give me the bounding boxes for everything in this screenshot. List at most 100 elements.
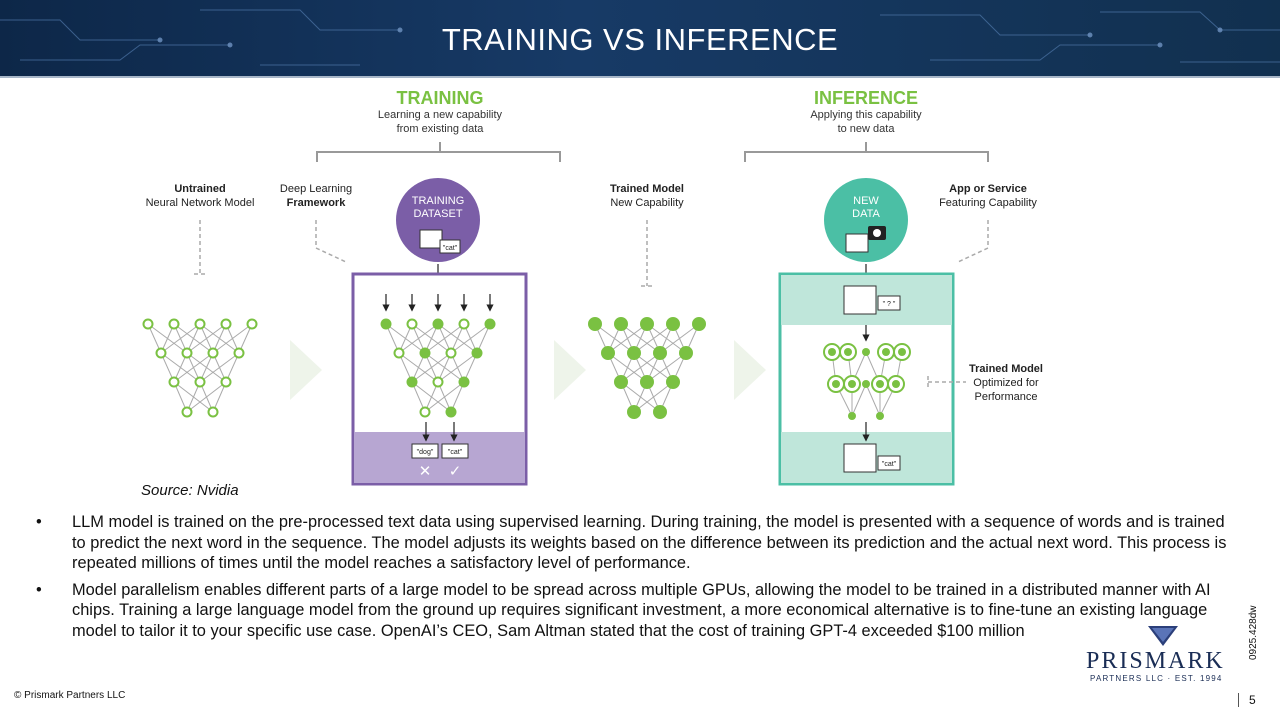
dog-output: "dog" xyxy=(417,449,434,456)
inference-tag: " ? " xyxy=(883,301,896,308)
untrained-line2: Neural Network Model xyxy=(146,197,255,209)
bullet-marker: • xyxy=(36,580,42,599)
dataset-tag-box xyxy=(439,239,461,254)
page-title: TRAINING VS INFERENCE xyxy=(441,22,839,57)
network-node xyxy=(640,375,654,389)
dataset-line1: TRAINING xyxy=(412,195,465,207)
inference-network xyxy=(823,343,911,420)
network-node xyxy=(844,348,852,356)
training-network xyxy=(380,318,496,418)
network-node xyxy=(432,318,444,330)
network-node xyxy=(406,376,418,388)
bullet-list: • LLM model is trained on the pre-process… xyxy=(36,512,1236,647)
inference-output: "cat" xyxy=(882,461,897,468)
inference-output-image-icon xyxy=(843,443,877,473)
new-data-line1: NEW xyxy=(853,195,879,207)
network-node xyxy=(666,375,680,389)
bullet-text: Model parallelism enables different part… xyxy=(72,580,1211,640)
new-data-image-icon xyxy=(845,233,869,253)
cat-image-icon xyxy=(419,229,443,249)
network-node xyxy=(432,376,444,388)
network-node xyxy=(419,406,431,418)
logo-mark-icon xyxy=(1148,626,1178,646)
training-heading: TRAINING xyxy=(397,88,484,108)
network-node xyxy=(194,318,206,330)
network-edge xyxy=(424,381,465,413)
network-node xyxy=(168,318,180,330)
bullet-item: • Model parallelism enables different par… xyxy=(36,580,1236,642)
untrained-line1: Untrained xyxy=(174,183,225,195)
framework-connector xyxy=(315,220,347,263)
network-edge xyxy=(173,352,214,383)
network-edge xyxy=(851,383,867,417)
network-node xyxy=(876,380,884,388)
trained-network xyxy=(588,317,706,419)
bullet-text: LLM model is trained on the pre-processe… xyxy=(72,513,1227,572)
network-node xyxy=(876,412,884,420)
inference-input-image-icon xyxy=(843,285,877,315)
trained-model-line1: Trained Model xyxy=(610,183,684,195)
optimized-line1: Trained Model xyxy=(969,363,1043,375)
network-node xyxy=(848,380,856,388)
network-edge xyxy=(411,352,452,383)
network-node xyxy=(220,318,232,330)
training-inference-diagram: TRAINING Learning a new capability from … xyxy=(142,88,1043,486)
flow-chevrons xyxy=(290,340,766,400)
network-node xyxy=(471,347,483,359)
network-node xyxy=(194,376,206,388)
network-node xyxy=(484,318,496,330)
framework-line1: Deep Learning xyxy=(280,183,352,195)
inference-bracket xyxy=(744,142,989,162)
network-node xyxy=(601,346,615,360)
inference-sub1: Applying this capability xyxy=(810,109,922,121)
network-edge xyxy=(212,323,253,354)
network-node xyxy=(614,375,628,389)
cat-output: "cat" xyxy=(448,449,463,456)
app-connector xyxy=(957,220,989,263)
network-node xyxy=(666,317,680,331)
network-node xyxy=(653,346,667,360)
network-edge xyxy=(186,381,227,413)
network-node xyxy=(393,347,405,359)
network-node xyxy=(614,317,628,331)
bullet-marker: • xyxy=(36,513,42,531)
new-data-circle xyxy=(824,178,908,262)
training-dataset-circle xyxy=(396,178,480,262)
network-node xyxy=(679,346,693,360)
network-node xyxy=(458,376,470,388)
network-node xyxy=(653,405,667,419)
network-edge xyxy=(398,323,439,354)
network-edge xyxy=(620,352,661,383)
dog-output-box xyxy=(411,443,439,459)
network-edge xyxy=(646,352,687,383)
training-output-arrows xyxy=(422,422,458,442)
logo-word: PRISMARK xyxy=(1086,648,1225,674)
page-number: 5 xyxy=(1238,693,1256,707)
optimized-line3: Performance xyxy=(975,391,1038,403)
inference-sub2: to new data xyxy=(838,123,896,135)
network-edge xyxy=(160,323,201,354)
network-node xyxy=(458,318,470,330)
camera-lens-icon xyxy=(873,229,881,237)
network-edge xyxy=(199,352,240,383)
network-edge xyxy=(450,323,491,354)
network-node xyxy=(181,347,193,359)
header-divider xyxy=(0,76,1280,78)
network-node xyxy=(627,346,641,360)
training-sub1: Learning a new capability xyxy=(378,109,503,121)
framework-line2: Framework xyxy=(287,197,347,209)
network-edge xyxy=(865,383,881,417)
logo-subtitle: PARTNERS LLC · EST. 1994 xyxy=(1090,674,1223,683)
network-node xyxy=(380,318,392,330)
network-node xyxy=(220,376,232,388)
cat-output-box xyxy=(441,443,469,459)
app-line2: Featuring Capability xyxy=(939,197,1037,209)
training-bracket xyxy=(316,142,561,162)
header-banner: TRAINING VS INFERENCE xyxy=(0,0,1280,76)
network-node xyxy=(419,347,431,359)
new-data-line2: DATA xyxy=(852,208,880,220)
network-node xyxy=(406,318,418,330)
network-node xyxy=(898,348,906,356)
network-node xyxy=(882,348,890,356)
document-code: 0925.428dw xyxy=(1248,605,1259,661)
